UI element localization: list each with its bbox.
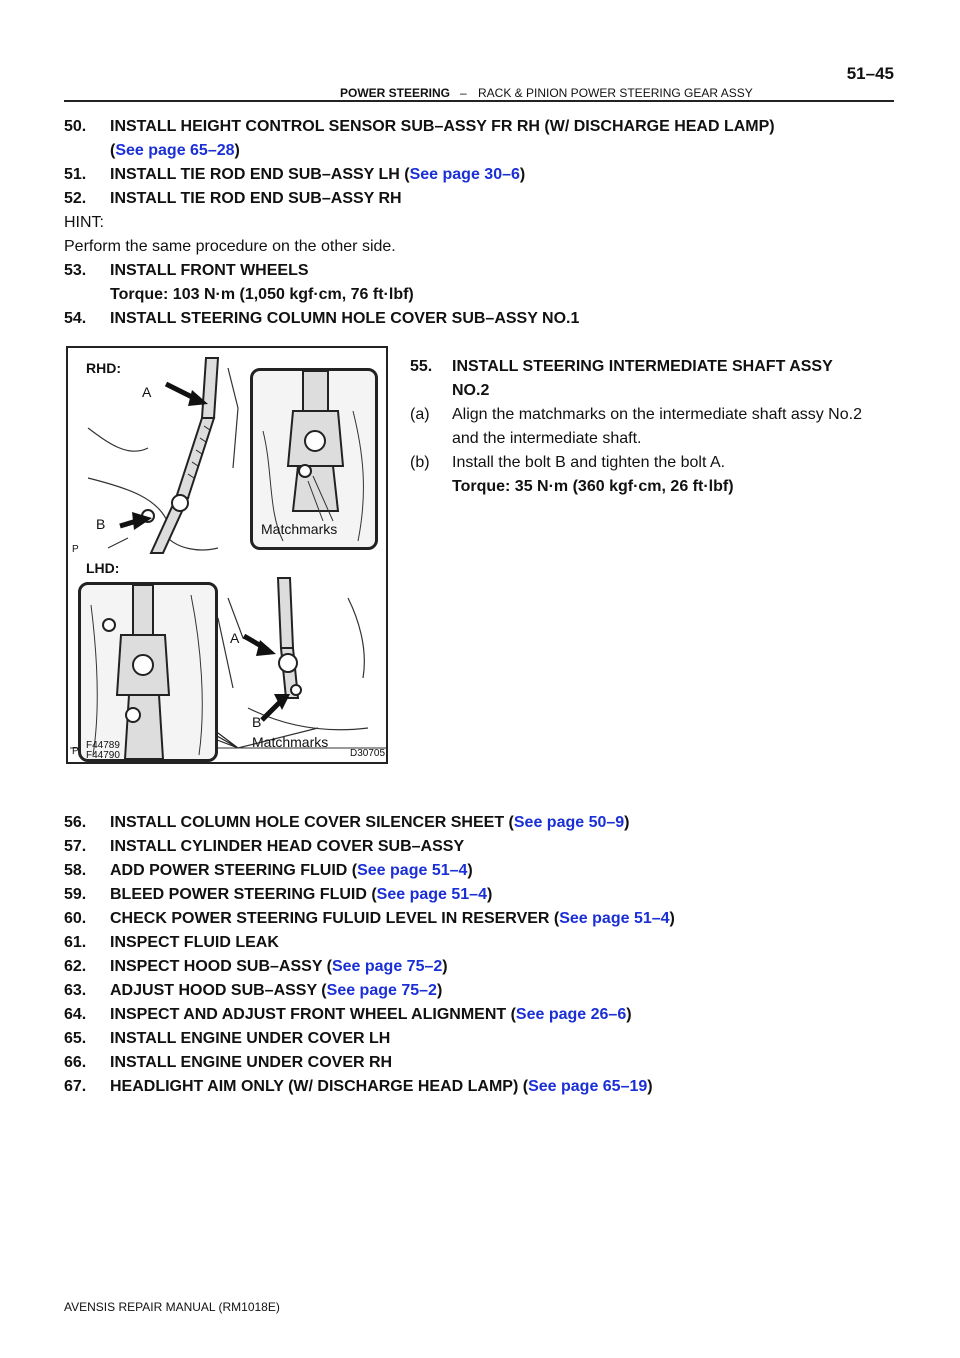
step-55-line1: INSTALL STEERING INTERMEDIATE SHAFT ASSY <box>452 358 833 375</box>
step-text: INSPECT HOOD SUB–ASSY ( <box>110 958 332 975</box>
substep-a-line1: Align the matchmarks on the intermediate… <box>452 406 862 423</box>
illustration-figure: RHD: <box>66 346 388 764</box>
label-a-lhd: A <box>230 630 240 646</box>
lhd-label: LHD: <box>86 560 120 576</box>
step-number: 64. <box>64 1006 87 1023</box>
step-number: 67. <box>64 1078 87 1095</box>
lhd-detail-inset <box>78 582 218 762</box>
step-number: 65. <box>64 1030 87 1047</box>
step-number: 59. <box>64 886 87 903</box>
step-number: 52. <box>64 190 87 207</box>
see-page-link[interactable]: See page 51–4 <box>357 862 468 879</box>
hint-label: HINT: <box>64 214 104 231</box>
step-number: 66. <box>64 1054 87 1071</box>
step-number: 62. <box>64 958 87 975</box>
p-mark-rhd: P <box>72 544 79 555</box>
step-text: INSTALL ENGINE UNDER COVER RH <box>110 1054 393 1071</box>
paren-close: ) <box>624 814 630 831</box>
paren-close: ) <box>442 958 448 975</box>
header-section: POWER STEERING <box>340 86 451 100</box>
substep-a-line2: and the intermediate shaft. <box>452 430 642 447</box>
step-text: INSTALL TIE ROD END SUB–ASSY LH ( <box>110 166 410 183</box>
step-text: INSTALL STEERING COLUMN HOLE COVER SUB–A… <box>110 310 580 327</box>
paren-close: ) <box>436 982 443 999</box>
see-page-link[interactable]: See page 51–4 <box>559 910 670 927</box>
step-text: CHECK POWER STEERING FULUID LEVEL IN RES… <box>110 910 560 927</box>
see-page-link[interactable]: See page 26–6 <box>515 1006 627 1023</box>
label-a-rhd: A <box>142 384 152 400</box>
step-number: 54. <box>64 310 87 327</box>
step-number: 53. <box>64 262 87 279</box>
shaft-drawing <box>70 357 386 749</box>
step-text: INSTALL HEIGHT CONTROL SENSOR SUB–ASSY F… <box>110 118 775 135</box>
step-50-cont: (See page 65–28) <box>110 142 240 160</box>
paren-open: ( <box>110 142 116 159</box>
rhd-detail-inset: Matchmarks <box>250 368 378 550</box>
see-page-link[interactable]: See page 75–2 <box>326 982 437 999</box>
step-text: INSTALL COLUMN HOLE COVER SILENCER SHEET… <box>110 814 514 831</box>
step-number: 50. <box>64 118 87 135</box>
step-number: 63. <box>64 982 87 999</box>
lhd-detail-drawing <box>90 585 203 759</box>
step-number: 58. <box>64 862 87 879</box>
see-page-link[interactable]: See page 30–6 <box>409 166 520 183</box>
p-mark-lhd: P <box>72 746 79 757</box>
label-b-rhd: B <box>96 516 106 532</box>
torque-spec-55: Torque: 35 N·m (360 kgf·cm, 26 ft·lbf) <box>452 478 734 495</box>
paren-close: ) <box>647 1078 653 1095</box>
torque-spec: Torque: 103 N·m (1,050 kgf·cm, 76 ft·lbf… <box>110 286 414 303</box>
figure-code-2: F44790 <box>86 750 120 761</box>
step-text: BLEED POWER STEERING FLUID ( <box>110 886 377 903</box>
matchmarks-label-lhd: Matchmarks <box>252 734 329 750</box>
step-number: 51. <box>64 166 87 183</box>
step-text: INSTALL CYLINDER HEAD COVER SUB–ASSY <box>110 838 465 855</box>
paren-close: ) <box>519 166 526 183</box>
substep-b-label: (b) <box>410 454 430 471</box>
step-number-55: 55. <box>410 358 433 375</box>
paren-close: ) <box>486 886 493 903</box>
rhd-detail-drawing <box>262 371 364 542</box>
matchmarks-label-rhd: Matchmarks <box>261 521 338 537</box>
substep-a-label: (a) <box>410 406 430 423</box>
step-number: 60. <box>64 910 87 927</box>
see-page-link[interactable]: See page 51–4 <box>376 886 487 903</box>
step-text: HEADLIGHT AIM ONLY (W/ DISCHARGE HEAD LA… <box>110 1078 529 1095</box>
header-rule <box>64 100 894 102</box>
footer-manual-id: AVENSIS REPAIR MANUAL (RM1018E) <box>64 1300 280 1314</box>
see-page-link[interactable]: See page 65–19 <box>528 1078 648 1095</box>
see-page-link[interactable]: See page 65–28 <box>115 142 235 159</box>
step-text: INSPECT FLUID LEAK <box>110 934 279 951</box>
paren-close: ) <box>467 862 473 879</box>
substep-b-line1: Install the bolt B and tighten the bolt … <box>452 454 726 471</box>
rhd-label: RHD: <box>86 360 121 376</box>
step-text: INSPECT AND ADJUST FRONT WHEEL ALIGNMENT… <box>110 1006 516 1023</box>
paren-close: ) <box>234 142 240 159</box>
header-dash: – <box>460 86 467 100</box>
step-number: 61. <box>64 934 87 951</box>
page-number: 51–45 <box>846 64 894 83</box>
header-subsection: RACK & PINION POWER STEERING GEAR ASSY <box>478 86 753 100</box>
see-page-link[interactable]: See page 75–2 <box>331 958 443 975</box>
step-number: 57. <box>64 838 87 855</box>
see-page-link[interactable]: See page 50–9 <box>513 814 625 831</box>
paren-close: ) <box>626 1006 632 1023</box>
figure-code-3: D30705 <box>350 748 386 759</box>
paren-close: ) <box>669 910 675 927</box>
step-text: ADJUST HOOD SUB–ASSY ( <box>110 982 327 999</box>
step-text: INSTALL FRONT WHEELS <box>110 262 309 279</box>
step-number: 56. <box>64 814 87 831</box>
label-b-lhd: B <box>252 714 262 730</box>
figure-code-1: F44789 <box>86 740 120 751</box>
step-text: ADD POWER STEERING FLUID ( <box>110 862 358 879</box>
step-text: INSTALL TIE ROD END SUB–ASSY RH <box>110 190 402 207</box>
step-text: INSTALL ENGINE UNDER COVER LH <box>110 1030 391 1047</box>
step-55-line2: NO.2 <box>452 382 490 399</box>
hint-text: Perform the same procedure on the other … <box>64 238 396 255</box>
